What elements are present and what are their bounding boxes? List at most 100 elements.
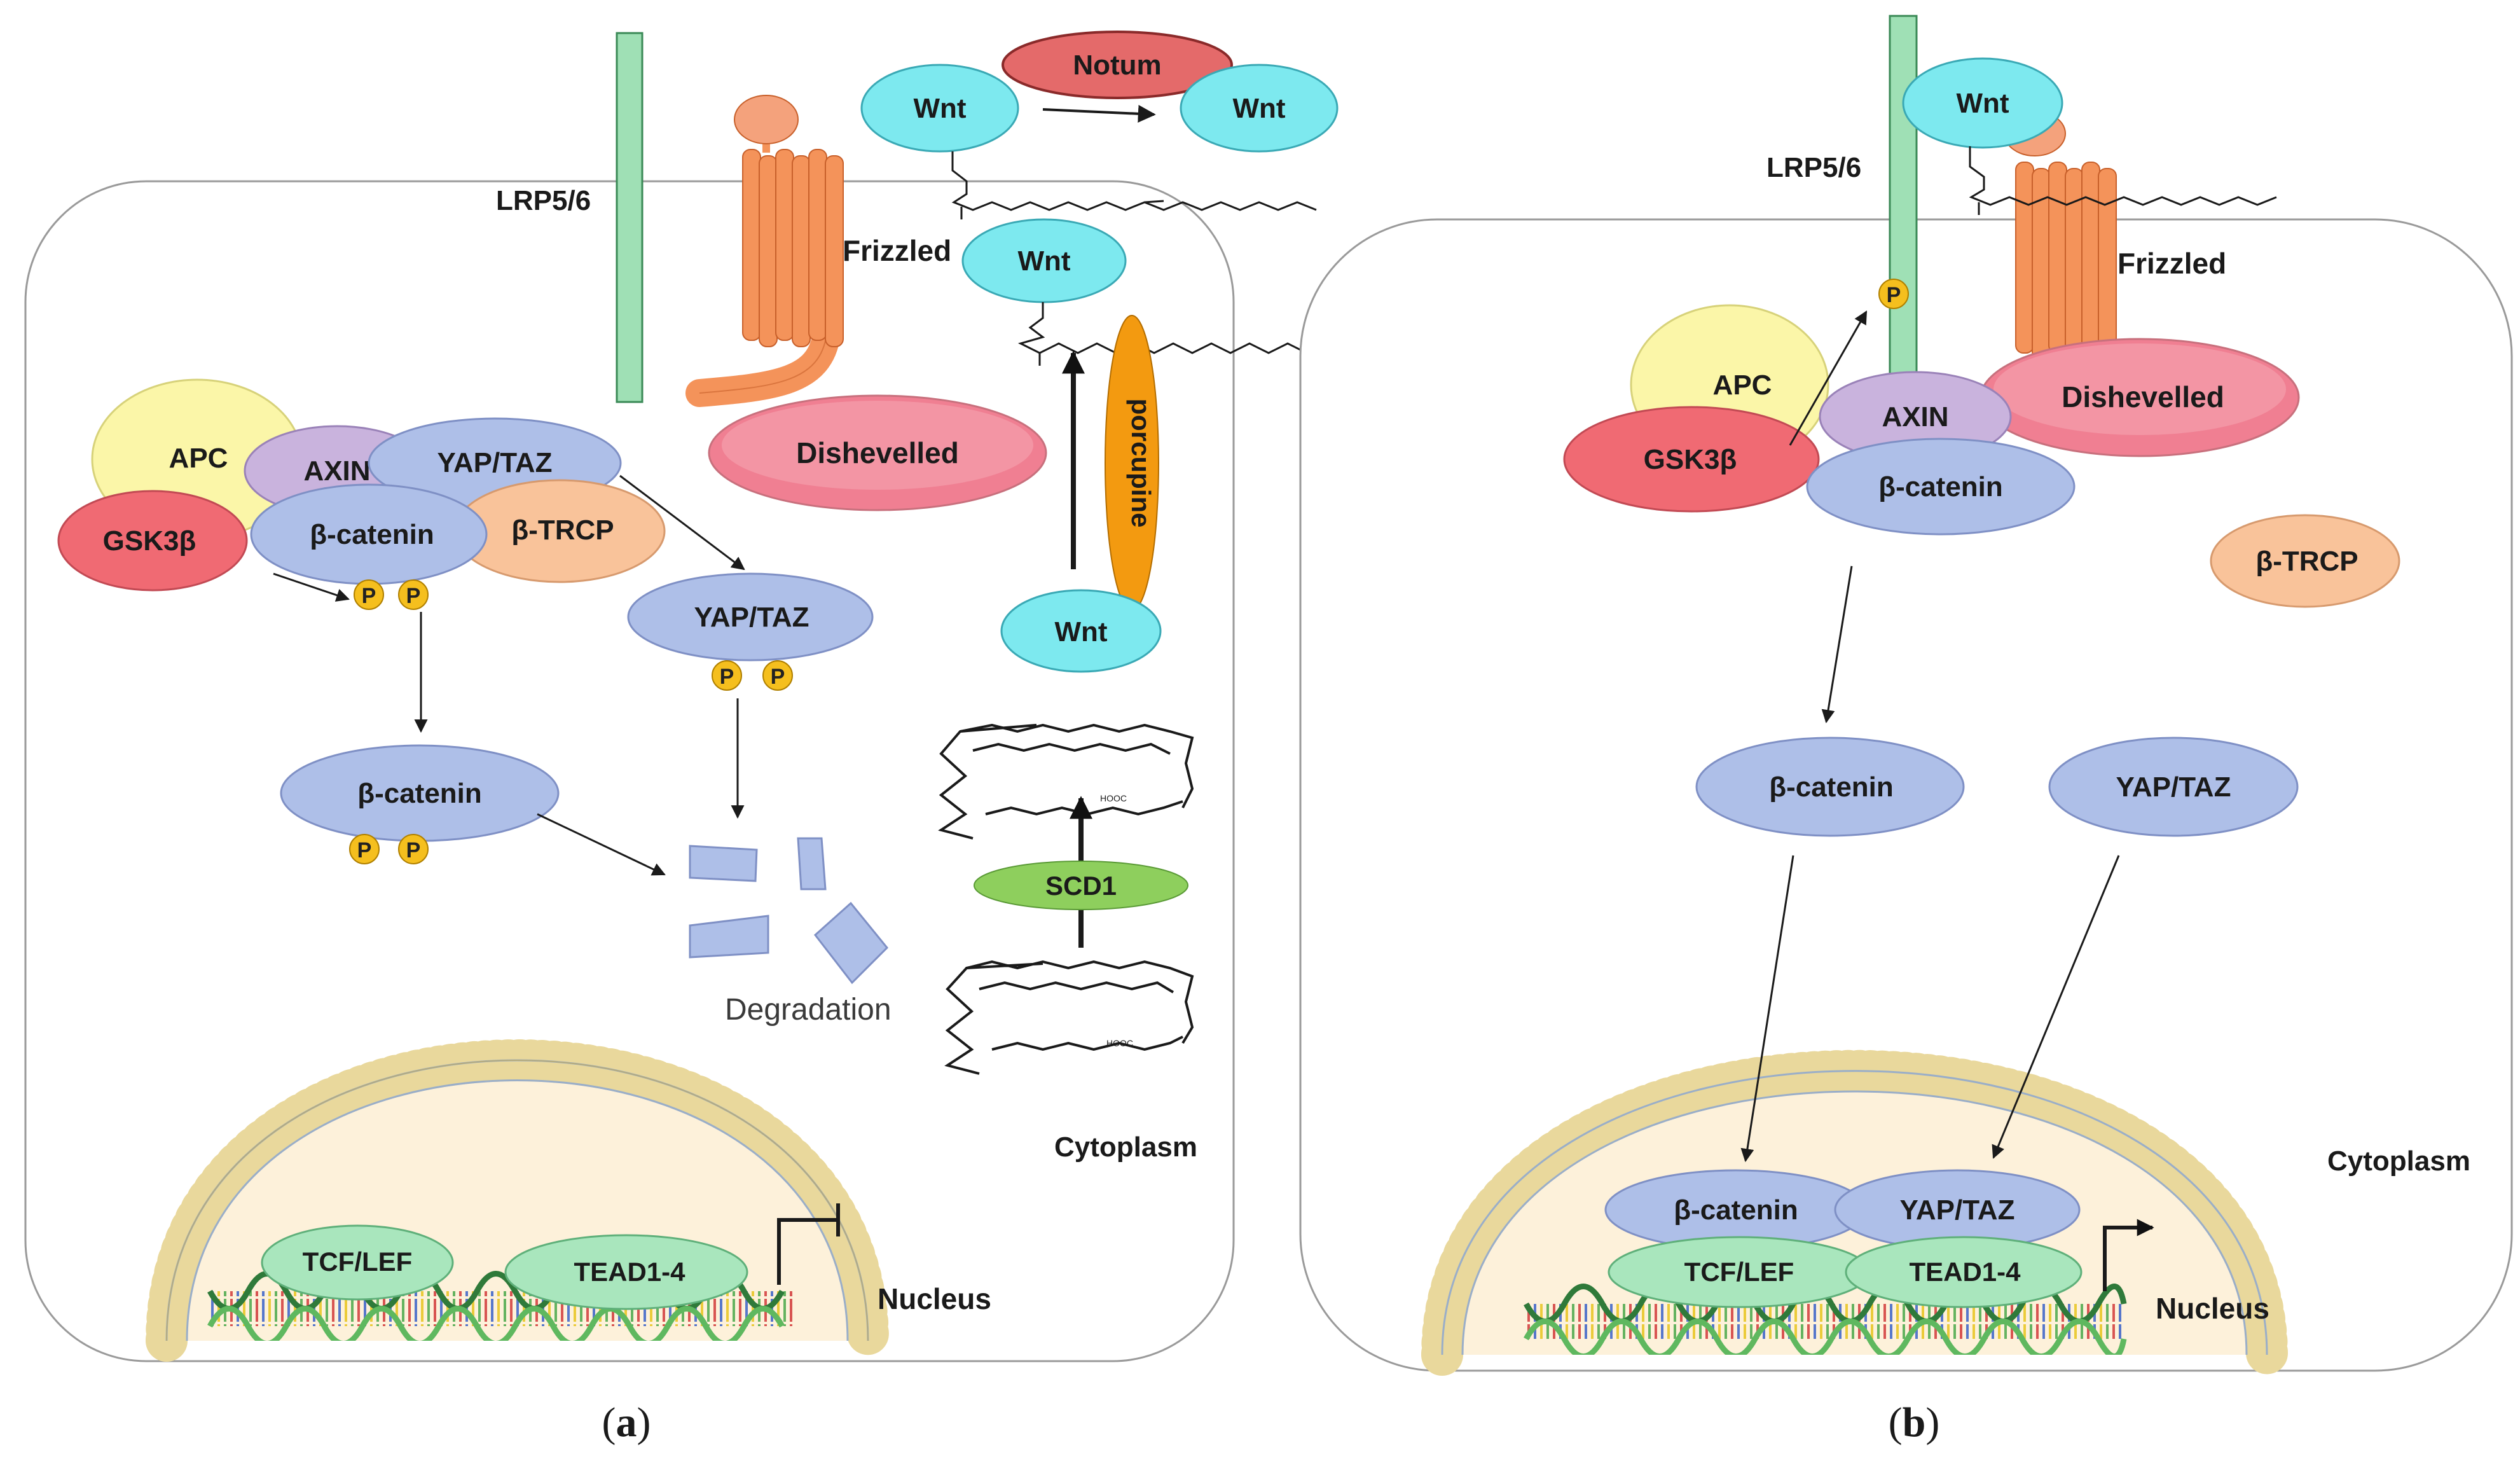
panel-b: LRP5/6 Frizzled Wnt APC GSK3β Dishevelle… xyxy=(1299,15,2513,1446)
beta-catenin-label-b3: β-catenin xyxy=(1674,1194,1798,1226)
tead-label-a: TEAD1-4 xyxy=(574,1257,685,1287)
bcat-stabilize-arrow xyxy=(1821,565,1853,724)
yap-taz-label-b: YAP/TAZ xyxy=(2116,772,2231,803)
phospho-label: P xyxy=(406,838,421,862)
phospho-icon xyxy=(354,579,384,610)
phospho-label: P xyxy=(1887,283,1901,307)
phospho-label: P xyxy=(720,665,734,689)
phospho-icon xyxy=(1878,279,1909,309)
notum-label-a: Notum xyxy=(1073,50,1161,81)
phospho-label: P xyxy=(357,838,372,862)
scd1-enzyme xyxy=(974,861,1188,910)
degradation-fragments xyxy=(689,837,889,985)
lrp-receptor-b xyxy=(1889,15,1918,427)
gsk3b-label-b: GSK3β xyxy=(1644,444,1737,475)
phospho-label: P xyxy=(771,665,785,689)
beta-catenin-complex-b xyxy=(1806,438,2076,536)
caption-b: (b) xyxy=(1889,1399,1940,1446)
frizzled-label-a: Frizzled xyxy=(843,234,951,267)
wnt-bound-b xyxy=(1902,57,2063,149)
yap-taz-label-b2: YAP/TAZ xyxy=(1900,1194,2015,1226)
yap-taz-label-a: YAP/TAZ xyxy=(437,447,553,478)
bcat-nuclear-arrow xyxy=(1740,855,1794,1163)
notum-arrow xyxy=(1042,104,1156,123)
notum-a xyxy=(1002,31,1233,99)
lrp-label-b: LRP5/6 xyxy=(1766,152,1861,183)
caption-a-open: ( xyxy=(602,1399,616,1446)
wnt-nascent-a xyxy=(1000,589,1162,673)
degradation-label: Degradation xyxy=(725,993,892,1027)
caption-b-letter: b xyxy=(1903,1399,1926,1446)
beta-catenin-label-a: β-catenin xyxy=(310,519,434,550)
tcf-lef-a xyxy=(261,1224,454,1301)
gsk3b-label-a: GSK3β xyxy=(103,525,196,557)
phospho-icon xyxy=(762,660,793,691)
axin-label-b: AXIN xyxy=(1882,401,1948,433)
lrp-phospho-arrow xyxy=(1789,310,1868,446)
yap-release-arrow xyxy=(619,474,745,571)
phospho-label: P xyxy=(406,584,421,608)
yap-taz-label-a2: YAP/TAZ xyxy=(694,602,809,633)
wnt-secreted-a xyxy=(961,218,1127,303)
phospho-label: P xyxy=(362,584,376,608)
apc-label-b: APC xyxy=(1713,370,1772,401)
dna-a xyxy=(207,1271,795,1341)
yap-taz-phospho-a xyxy=(627,572,874,661)
frizzled-receptor-a xyxy=(685,95,844,407)
panel-a: LRP5/6 Frizzled Notum Wnt Wnt Wnt xyxy=(24,31,1346,1446)
wnt-label: Wnt xyxy=(1232,93,1285,124)
caption-b-open: ( xyxy=(1889,1399,1903,1446)
wnt-label: Wnt xyxy=(1956,88,2009,119)
wnt-delipidated-a xyxy=(1180,64,1339,153)
lipid-chain-b xyxy=(1969,146,2277,215)
yap-taz-free-b xyxy=(2048,737,2299,837)
btrcp-b xyxy=(2210,514,2400,608)
gsk-phospho-arrow xyxy=(273,572,350,602)
transcription-off-icon xyxy=(777,1203,840,1285)
caption-b-close: ) xyxy=(1925,1399,1939,1446)
tead-label-b: TEAD1-4 xyxy=(1909,1257,2021,1287)
gsk3b-b xyxy=(1563,406,1820,513)
wnt-label: Wnt xyxy=(1017,246,1070,277)
frizzled-receptor-b xyxy=(2004,111,2117,360)
phospho-icon xyxy=(712,660,742,691)
btrcp-label-a: β-TRCP xyxy=(511,515,614,546)
cytoplasm-label-b: Cytoplasm xyxy=(2327,1146,2470,1177)
apc-label-a: APC xyxy=(169,443,228,474)
frizzled-label-b: Frizzled xyxy=(2117,247,2226,280)
phospho-icon xyxy=(398,834,429,864)
cytoplasm-label-a: Cytoplasm xyxy=(1054,1132,1197,1163)
scd1-label: SCD1 xyxy=(1045,871,1117,901)
beta-catenin-label-b: β-catenin xyxy=(1878,471,2003,502)
fatty-acid-product xyxy=(938,723,1194,840)
tcf-lef-label-a: TCF/LEF xyxy=(303,1247,413,1277)
tead-b xyxy=(1845,1236,2083,1308)
beta-catenin-free-b xyxy=(1695,737,1965,837)
lrp-receptor-a xyxy=(616,32,644,403)
wnt-lipidated-a xyxy=(860,64,1019,153)
tead-a xyxy=(504,1234,748,1310)
nucleus-label-a: Nucleus xyxy=(878,1282,991,1315)
porcupine-label-a: porcupine xyxy=(1126,398,1156,527)
transcription-on-icon xyxy=(2103,1219,2154,1291)
lrp-label-a: LRP5/6 xyxy=(496,185,591,216)
dna-b xyxy=(1524,1284,2127,1355)
phospho-icon xyxy=(398,579,429,610)
axin-label-a: AXIN xyxy=(303,455,370,487)
caption-a-letter: a xyxy=(616,1399,637,1446)
beta-catenin-label-a2: β-catenin xyxy=(357,778,482,809)
tcf-lef-label-b: TCF/LEF xyxy=(1684,1257,1794,1287)
hooc-label-bottom: HOOC xyxy=(1106,1038,1133,1048)
caption-a-close: ) xyxy=(637,1399,651,1446)
wnt-label: Wnt xyxy=(913,93,966,124)
caption-a: (a) xyxy=(602,1399,651,1446)
nucleus-label-b: Nucleus xyxy=(2156,1292,2269,1325)
hooc-label-top: HOOC xyxy=(1100,793,1127,803)
lipid-chain-top xyxy=(951,151,1317,219)
btrcp-label-b: β-TRCP xyxy=(2255,546,2358,577)
dishevelled-label-b: Dishevelled xyxy=(2062,380,2224,413)
phospho-icon xyxy=(349,834,380,864)
bcat-degradation-arrow xyxy=(537,813,666,876)
